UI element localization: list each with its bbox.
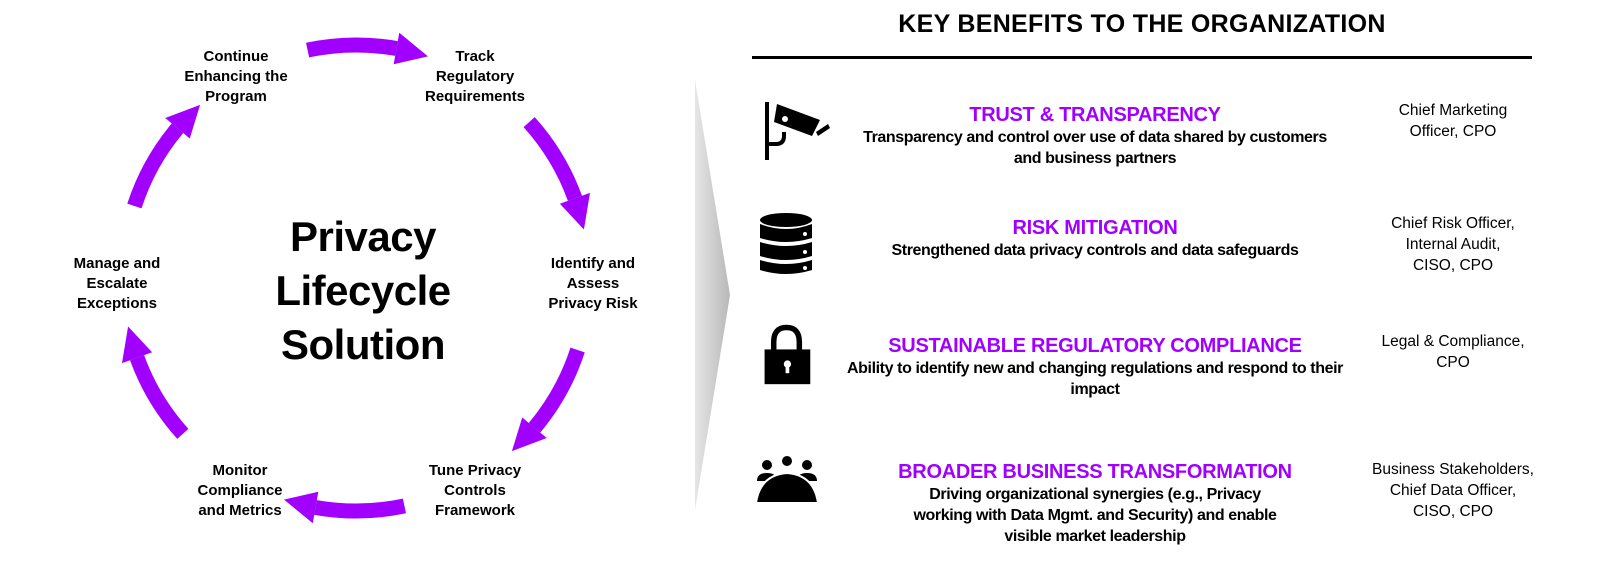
benefit-business-transformation: BROADER BUSINESS TRANSFORMATION Driving … [840, 460, 1350, 547]
benefit-owners: Business Stakeholders, Chief Data Office… [1372, 461, 1534, 520]
step-identify-assess: Identify and Assess Privacy Risk [548, 255, 638, 312]
step-continue-enhancing: Continue Enhancing the Program [184, 48, 288, 105]
lock-icon [764, 324, 811, 385]
benefit-heading: RISK MITIGATION [1012, 217, 1178, 239]
cycle-arrow [127, 104, 201, 209]
cycle-arrow [122, 326, 189, 439]
benefit-heading: BROADER BUSINESS TRANSFORMATION [898, 461, 1292, 483]
separator-chevron [695, 80, 730, 510]
security-camera-icon [765, 102, 830, 160]
benefit-trust-transparency: TRUST & TRANSPARENCY Transparency and co… [840, 103, 1350, 169]
step-monitor-compliance: Monitor Compliance and Metrics [197, 462, 283, 519]
benefit-description: Ability to identify new and changing reg… [847, 360, 1343, 398]
benefit-heading: TRUST & TRANSPARENCY [969, 104, 1221, 126]
people-group-icon [754, 456, 820, 504]
benefit-description: Transparency and control over use of dat… [863, 129, 1327, 167]
lifecycle-center-title: Privacy Lifecycle Solution [275, 213, 451, 368]
cycle-arrow [283, 491, 407, 524]
benefit-risk-mitigation: RISK MITIGATION Strengthened data privac… [840, 216, 1350, 261]
benefit-regulatory-compliance: SUSTAINABLE REGULATORY COMPLIANCE Abilit… [840, 334, 1350, 400]
cycle-arrow [523, 117, 590, 230]
benefit-heading: SUSTAINABLE REGULATORY COMPLIANCE [888, 335, 1302, 357]
cycle-arrow [511, 347, 585, 452]
lifecycle-arrows [122, 32, 590, 524]
benefit-owners: Chief Risk Officer, Internal Audit, CISO… [1391, 215, 1515, 274]
benefit-owners: Chief Marketing Officer, CPO [1398, 102, 1508, 140]
database-icon [760, 213, 812, 274]
step-manage-exceptions: Manage and Escalate Exceptions [73, 255, 161, 312]
cycle-arrow [305, 32, 429, 65]
benefit-description: Driving organizational synergies (e.g., … [913, 486, 1277, 545]
benefit-owners: Legal & Compliance, CPO [1381, 333, 1525, 371]
title-divider [752, 56, 1532, 59]
step-track-regulatory: Track Regulatory Requirements [424, 48, 526, 105]
benefits-title: KEY BENEFITS TO THE ORGANIZATION [898, 10, 1386, 38]
benefit-description: Strengthened data privacy controls and d… [891, 242, 1299, 259]
step-tune-controls: Tune Privacy Controls Framework [428, 462, 522, 519]
